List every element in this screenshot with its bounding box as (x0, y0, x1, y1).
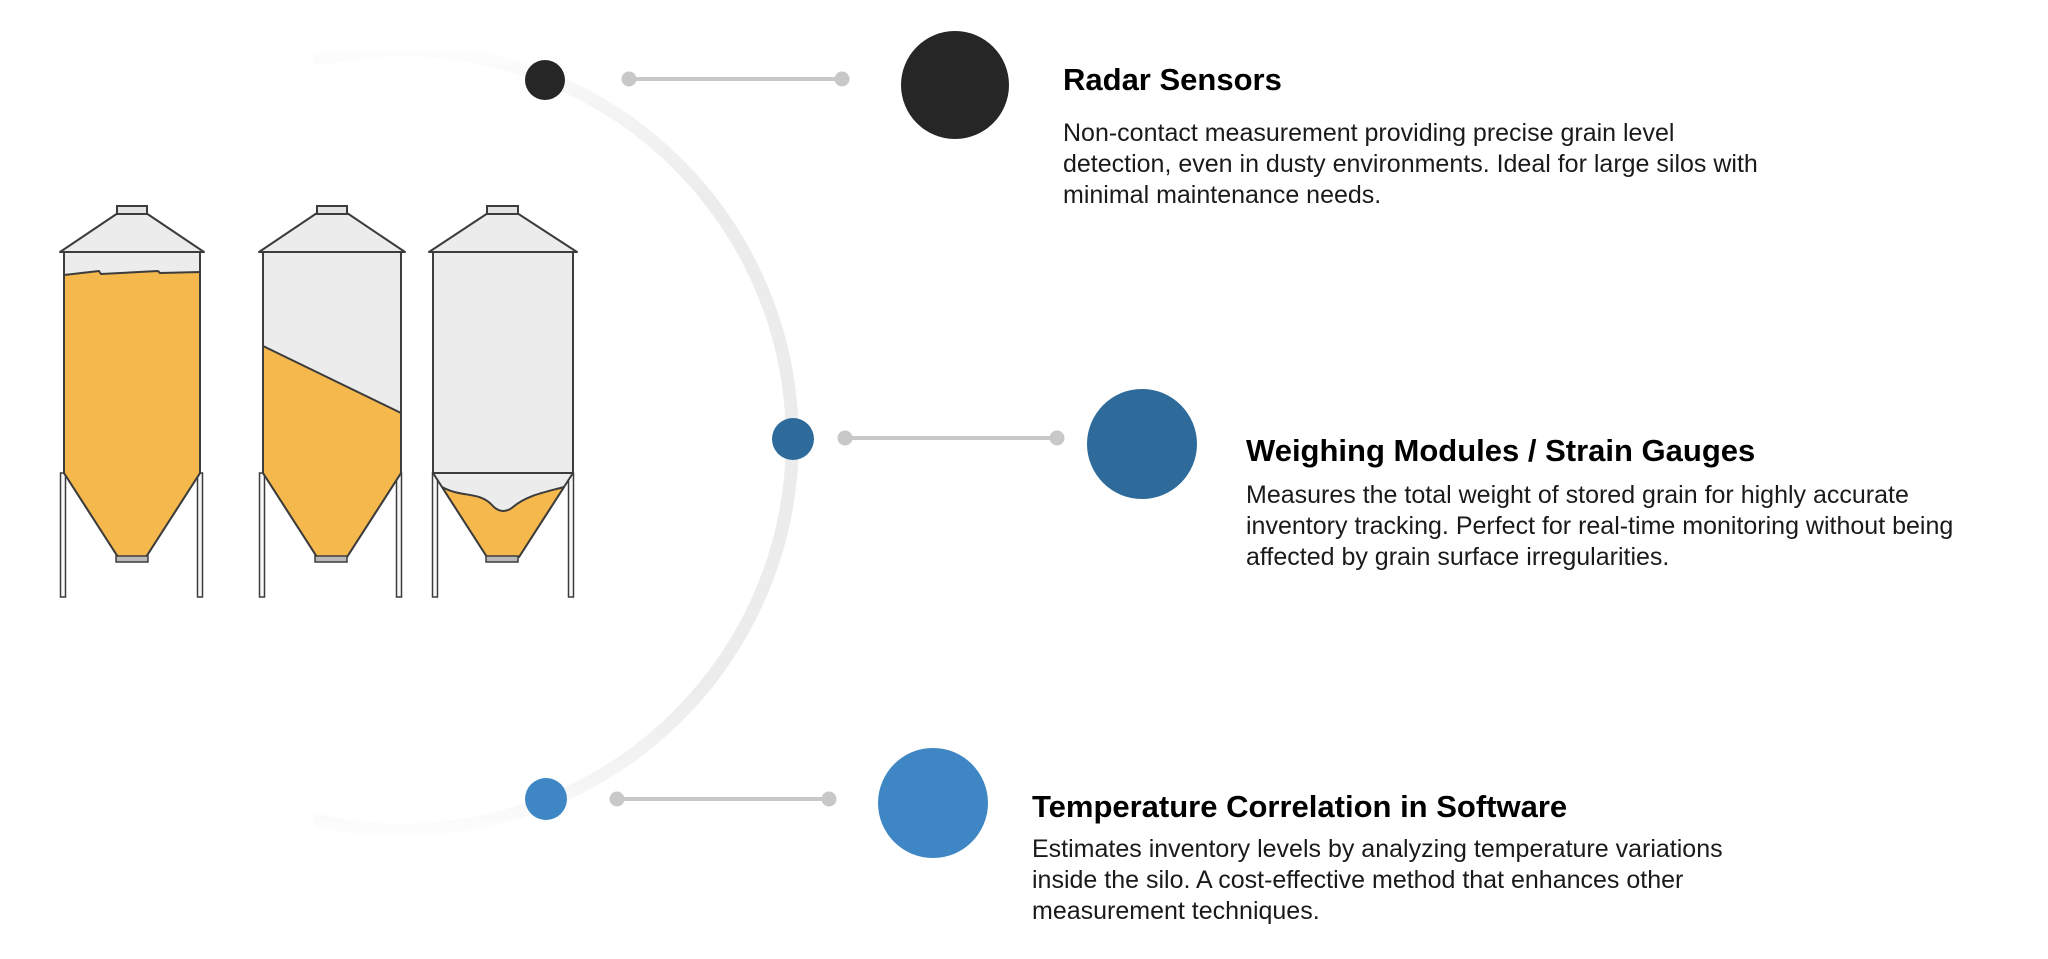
temperature-connector (609, 791, 837, 807)
temperature-arc-node-dot (525, 778, 567, 820)
section-weighing-modules: Weighing Modules / Strain Gauges Measure… (1246, 433, 1953, 571)
section-title: Temperature Correlation in Software (1032, 789, 1568, 824)
silo-cap (486, 205, 519, 215)
silo-roof (428, 212, 578, 253)
grain-level-high (63, 270, 201, 558)
silo-outlet (485, 555, 519, 563)
silo-roof (59, 212, 205, 253)
grain-level-low (441, 486, 565, 558)
weighing-bullet-circle (1087, 389, 1197, 499)
silo-full (59, 205, 205, 598)
weighing-connector (837, 430, 1065, 446)
section-title: Radar Sensors (1063, 62, 1282, 97)
section-description: Measures the total weight of stored grai… (1246, 481, 1954, 571)
section-radar-sensors: Radar Sensors Non-contact measurement pr… (1063, 62, 1758, 209)
silo-roof (258, 212, 406, 253)
weighing-arc-node-dot (772, 418, 814, 460)
section-title: Weighing Modules / Strain Gauges (1246, 433, 1756, 468)
section-description: Non-contact measurement providing precis… (1063, 119, 1758, 209)
silo-cap (116, 205, 148, 215)
silo-cap (316, 205, 348, 215)
silo-body (432, 251, 574, 474)
section-temperature-correlation: Temperature Correlation in Software Esti… (1032, 789, 1723, 925)
radar-bullet-circle (901, 31, 1009, 139)
silo-half (258, 205, 406, 598)
temperature-bullet-circle (878, 748, 988, 858)
section-description: Estimates inventory levels by analyzing … (1032, 835, 1723, 925)
silo-outlet (314, 555, 348, 563)
silo-low (428, 205, 578, 598)
radar-connector (621, 71, 850, 87)
radar-arc-node-dot (525, 60, 565, 100)
silo-outlet (115, 555, 149, 563)
